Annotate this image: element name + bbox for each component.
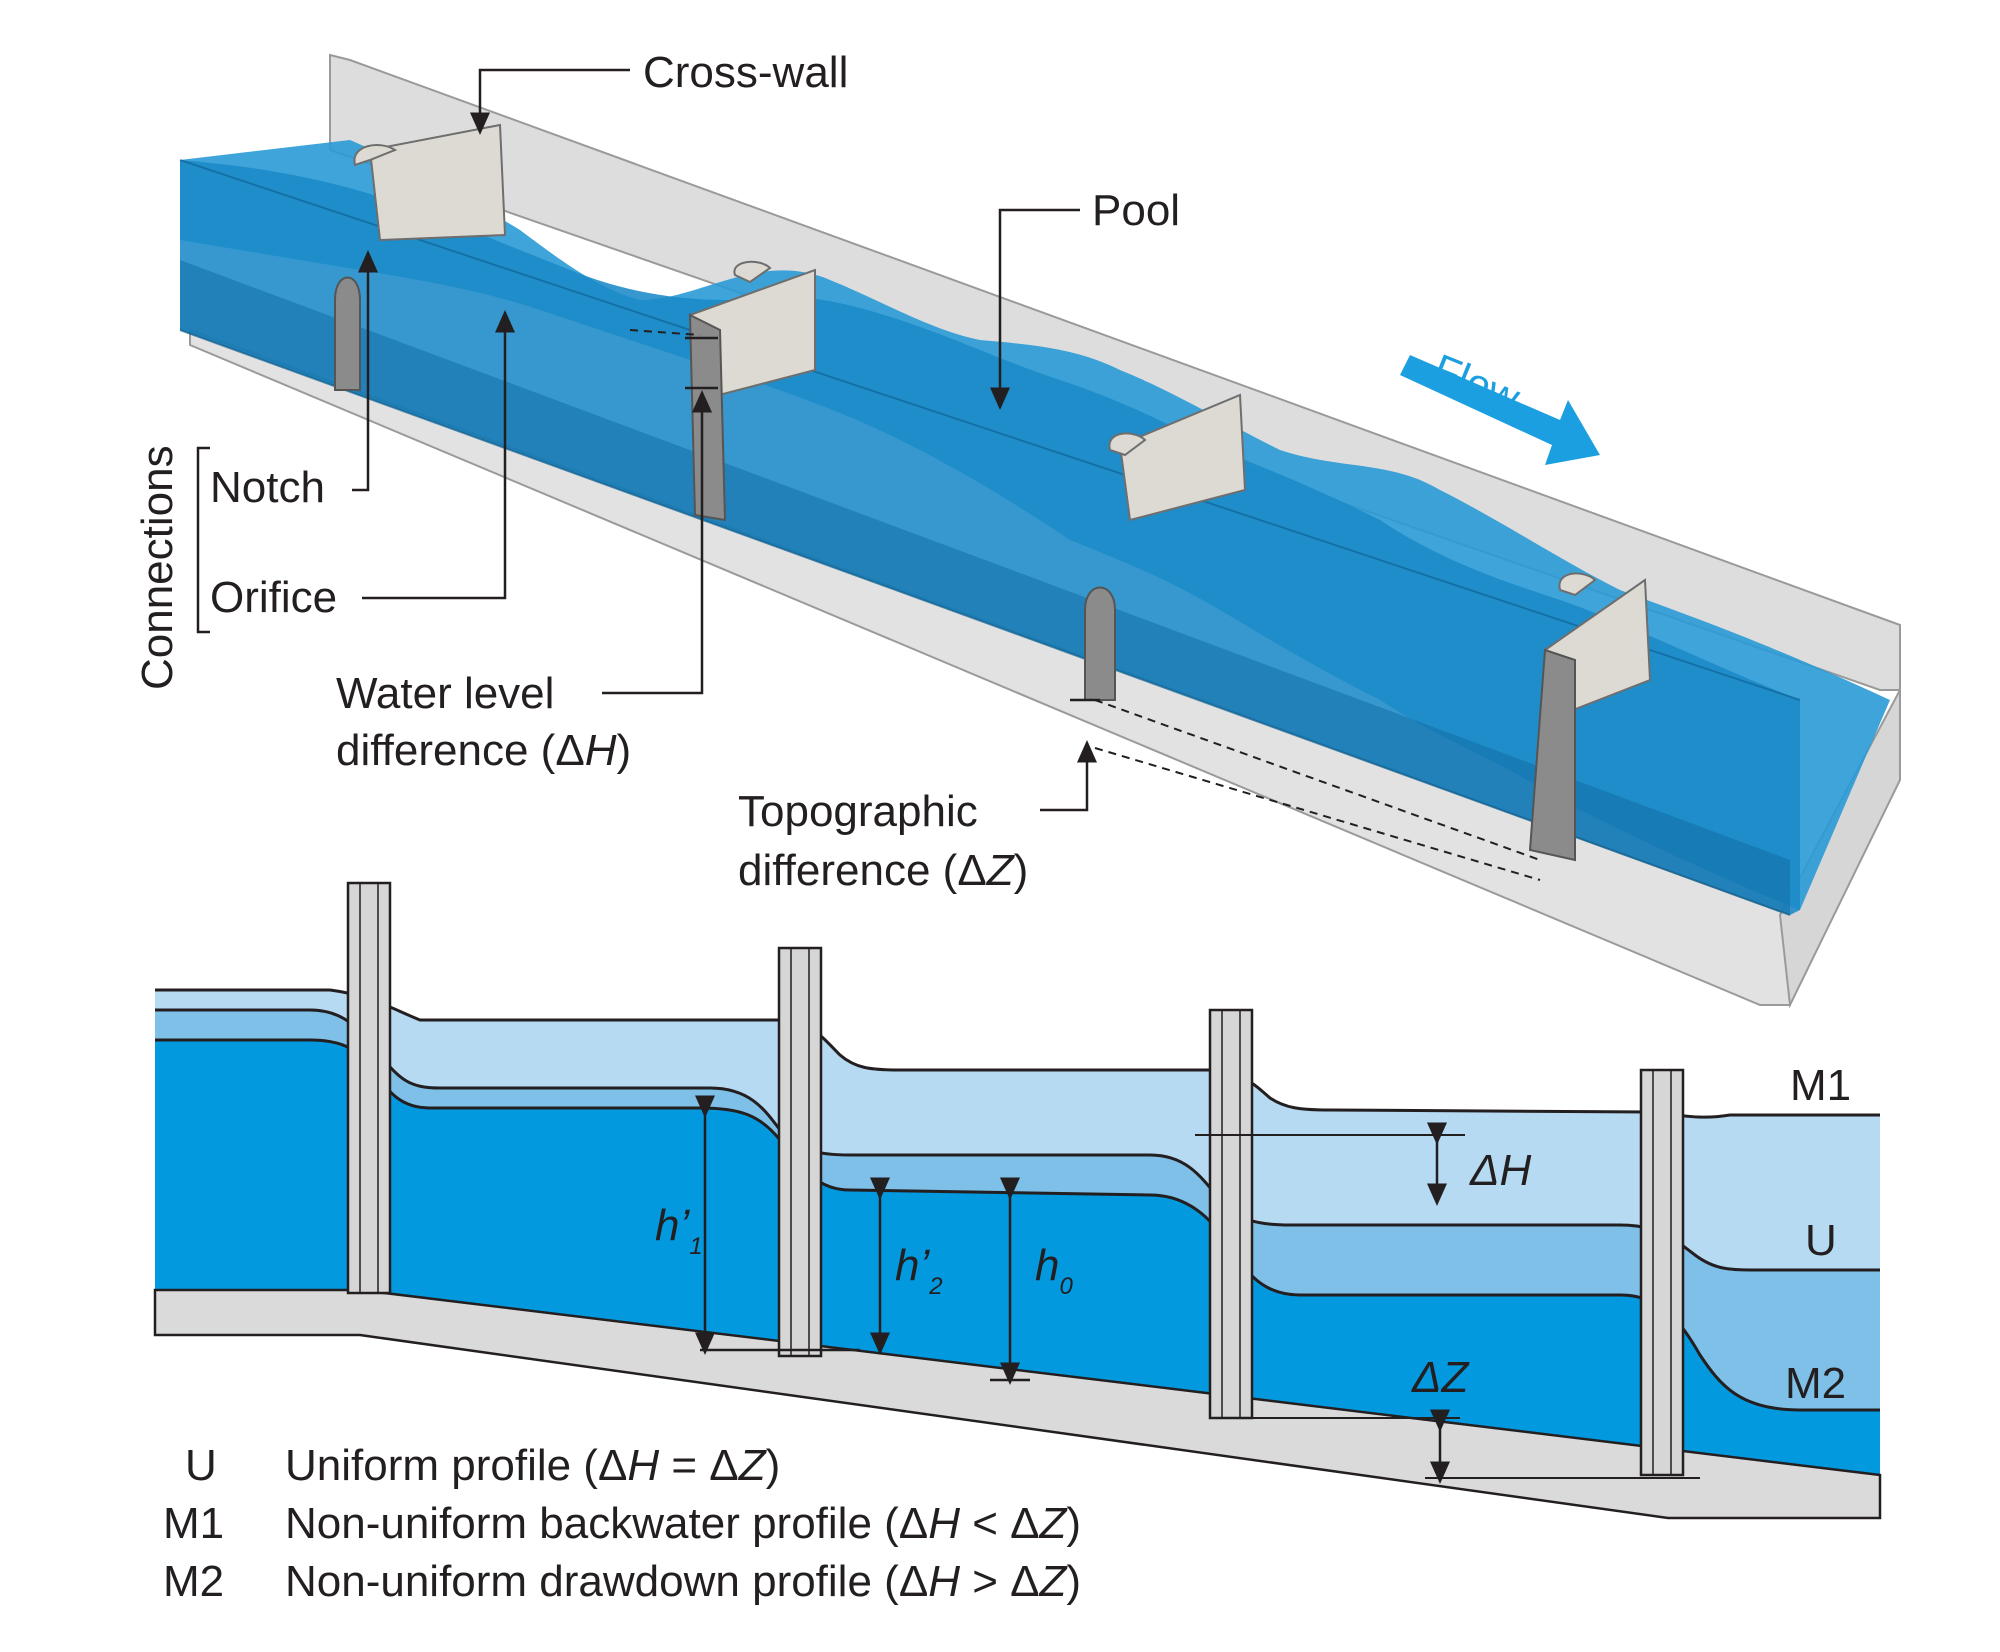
legend-item-m2: M2 Non-uniform drawdown profile (ΔH > ΔZ… bbox=[163, 1557, 1081, 1606]
cross-wall-1 bbox=[334, 123, 507, 391]
cross-wall-4 bbox=[1528, 572, 1652, 862]
legend-item-u: U Uniform profile (ΔH = ΔZ) bbox=[185, 1441, 780, 1490]
dz-dashed-line bbox=[1094, 747, 1541, 881]
notch-label: Notch bbox=[210, 463, 325, 512]
svg-text:M1: M1 bbox=[163, 1499, 224, 1548]
connections-label: Connections bbox=[133, 445, 182, 690]
top-annotations: Cross-wall Pool Connections Notch Orific… bbox=[133, 48, 1180, 895]
m2-label: M2 bbox=[1785, 1359, 1846, 1408]
front-glass-edge bbox=[179, 159, 1801, 701]
post-1 bbox=[346, 881, 392, 1295]
dz-label: ΔZ bbox=[1411, 1353, 1471, 1402]
svg-text:U: U bbox=[185, 1441, 217, 1490]
flow-arrow-icon bbox=[1400, 355, 1600, 465]
svg-text:Non-uniform backwater profile: Non-uniform backwater profile (ΔH < ΔZ) bbox=[285, 1499, 1081, 1548]
dh-dashed-line bbox=[629, 329, 701, 336]
post-2 bbox=[777, 946, 823, 1358]
dh-label: ΔH bbox=[1469, 1146, 1532, 1195]
post-4 bbox=[1639, 1068, 1685, 1477]
connections-bracket bbox=[196, 446, 210, 634]
cross-wall-label: Cross-wall bbox=[643, 48, 848, 97]
m1-band bbox=[155, 990, 1880, 1270]
cross-wall-3 bbox=[1084, 393, 1247, 701]
m1-label: M1 bbox=[1790, 1061, 1851, 1110]
orifice-label: Orifice bbox=[210, 573, 337, 622]
channel-3d: Flow bbox=[179, 53, 1901, 1009]
topographic-label-2: difference (ΔZ) bbox=[738, 846, 1028, 895]
svg-text:M2: M2 bbox=[163, 1557, 224, 1606]
u-label: U bbox=[1805, 1216, 1837, 1265]
h-prime-2-label: h’2 bbox=[895, 1241, 943, 1300]
legend-item-m1: M1 Non-uniform backwater profile (ΔH < Δ… bbox=[163, 1499, 1081, 1548]
legend: U Uniform profile (ΔH = ΔZ) M1 Non-unifo… bbox=[163, 1441, 1081, 1606]
profile-schematic: h’1 h’2 h0 ΔH ΔZ M1 U M2 bbox=[153, 881, 1882, 1520]
water-level-label-2: difference (ΔH) bbox=[336, 726, 631, 775]
svg-text:Uniform profile (ΔH = ΔZ): Uniform profile (ΔH = ΔZ) bbox=[285, 1441, 780, 1490]
dz-dashed-line-2 bbox=[1094, 699, 1541, 861]
cross-wall-2 bbox=[688, 260, 816, 522]
front-glass-bottom bbox=[179, 329, 1791, 916]
svg-text:Non-uniform drawdown profile (: Non-uniform drawdown profile (ΔH > ΔZ) bbox=[285, 1557, 1081, 1606]
h0-label: h0 bbox=[1035, 1241, 1073, 1300]
topographic-label-1: Topographic bbox=[738, 787, 978, 836]
h-prime-1-label: h’1 bbox=[655, 1201, 703, 1260]
water-level-label-1: Water level bbox=[336, 669, 554, 718]
pool-label: Pool bbox=[1092, 186, 1180, 235]
water-depth-shade bbox=[180, 260, 1790, 915]
post-3 bbox=[1208, 1008, 1254, 1420]
